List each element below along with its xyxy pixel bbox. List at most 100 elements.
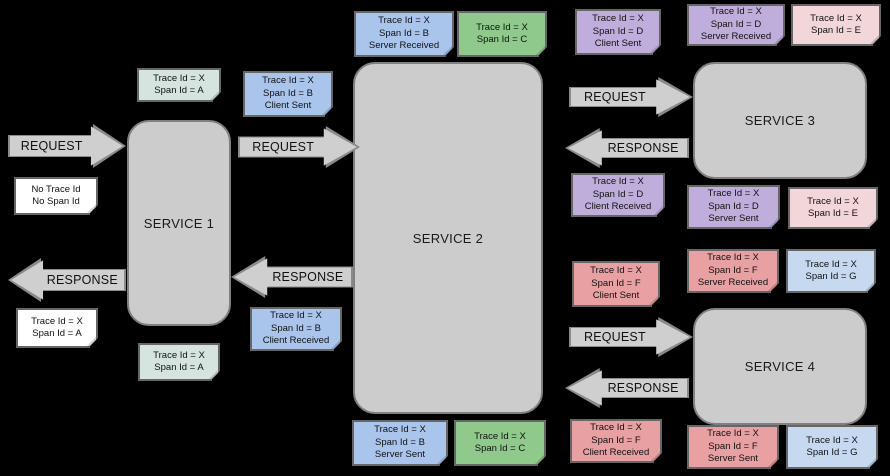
note-line: Span Id = B [375, 436, 425, 448]
note-line: Client Sent [592, 290, 640, 302]
service-box-service-2[interactable]: SERVICE 2 [353, 62, 543, 414]
note-line: Span Id = G [805, 271, 857, 282]
note-line: Span Id = D [592, 188, 644, 200]
note-line: Span Id = A [154, 85, 204, 96]
service-3-label: SERVICE 3 [744, 113, 816, 128]
note-line: Trace Id = X [590, 422, 642, 434]
note-line: Client Sent [264, 100, 312, 112]
service-2-label: SERVICE 2 [412, 230, 484, 246]
note-service2-server-received-b[interactable]: Trace Id = X Span Id = B Server Received [354, 11, 454, 57]
note-line: Span Id = B [379, 27, 429, 39]
arrow-service1-to-service2-request[interactable]: REQUEST [238, 126, 360, 168]
note-line: Client Sent [594, 38, 642, 50]
arrow-fill [234, 258, 351, 296]
note-line: Span Id = F [708, 440, 758, 452]
note-line: Trace Id = X [710, 6, 762, 18]
arrow-fill [568, 370, 687, 406]
note-service4-server-sent-f[interactable]: Trace Id = X Span Id = F Server Sent [687, 425, 779, 469]
arrow-service3-to-service2-response[interactable]: RESPONSE [565, 128, 689, 168]
note-line: Server Sent [707, 453, 759, 465]
note-line: Span Id = C [474, 443, 526, 454]
note-line: Trace Id = X [707, 252, 759, 264]
note-line: Span Id = C [476, 34, 528, 45]
note-service2-server-sent-b[interactable]: Trace Id = X Span Id = B Server Sent [352, 420, 448, 466]
note-line: Trace Id = X [153, 349, 205, 361]
service-4-label: SERVICE 4 [744, 359, 816, 374]
note-service2-client-received-d[interactable]: Trace Id = X Span Id = D Client Received [571, 173, 665, 217]
note-service2-client-sent-f[interactable]: Trace Id = X Span Id = F Client Sent [572, 261, 660, 307]
service-box-service-1[interactable]: SERVICE 1 [127, 120, 231, 326]
note-line: Span Id = F [708, 264, 758, 276]
note-line: Span Id = F [591, 277, 641, 289]
note-line: Trace Id = X [476, 21, 528, 33]
note-service3-server-sent-d[interactable]: Trace Id = X Span Id = D Server Sent [687, 185, 780, 229]
arrow-service2-to-service4-request[interactable]: REQUEST [569, 317, 693, 357]
note-line: Span Id = D [710, 18, 762, 30]
note-line: Client Received [582, 447, 650, 459]
note-service2-span-c-bottom[interactable]: Trace Id = X Span Id = C [454, 420, 546, 466]
note-line: Span Id = A [32, 328, 82, 339]
note-line: Client Received [584, 201, 652, 213]
note-service1-span-a-bottom[interactable]: Trace Id = X Span Id = A [138, 343, 220, 381]
note-service2-span-c-top[interactable]: Trace Id = X Span Id = C [457, 11, 547, 57]
note-service4-span-g-top[interactable]: Trace Id = X Span Id = G [786, 249, 876, 293]
note-line: Trace Id = X [807, 195, 859, 207]
arrow-fill [571, 319, 690, 355]
note-line: Server Received [697, 277, 769, 289]
note-service3-span-e-top[interactable]: Trace Id = X Span Id = E [791, 4, 881, 46]
note-line: Trace Id = X [590, 265, 642, 277]
note-line: Client Received [262, 335, 330, 347]
note-line: Trace Id = X [810, 12, 862, 24]
note-line: Server Sent [374, 449, 426, 461]
arrow-service4-to-service2-response[interactable]: RESPONSE [565, 368, 689, 408]
note-line: Trace Id = X [707, 188, 760, 200]
note-line: Span Id = E [811, 25, 861, 36]
note-service1-client-received-b[interactable]: Trace Id = X Span Id = B Client Received [250, 307, 342, 351]
note-line: Span Id = E [808, 208, 858, 219]
note-outbound-response-span-a[interactable]: Trace Id = X Span Id = A [16, 308, 98, 348]
note-line: No Span Id [32, 196, 80, 207]
note-line: Trace Id = X [262, 75, 314, 87]
note-service3-span-e-bottom[interactable]: Trace Id = X Span Id = E [788, 187, 878, 229]
note-line: Server Received [700, 31, 772, 43]
arrow-service2-to-service1-response[interactable]: RESPONSE [231, 256, 353, 298]
note-line: Trace Id = X [592, 13, 644, 25]
note-line: Span Id = F [591, 434, 641, 446]
note-line: Span Id = G [806, 447, 858, 458]
note-service4-server-received-f[interactable]: Trace Id = X Span Id = F Server Received [687, 249, 779, 293]
arrow-service1-to-client-response[interactable]: RESPONSE [8, 258, 126, 302]
note-service3-server-received-d[interactable]: Trace Id = X Span Id = D Server Received [687, 4, 785, 46]
service-box-service-3[interactable]: SERVICE 3 [693, 62, 867, 179]
note-line: Trace Id = X [270, 310, 322, 322]
note-line: No Trace Id [31, 183, 81, 195]
note-service1-span-a-top[interactable]: Trace Id = X Span Id = A [137, 68, 221, 102]
note-line: Trace Id = X [805, 258, 857, 270]
arrow-fill [240, 128, 357, 166]
note-line: Trace Id = X [374, 424, 426, 436]
service-1-label: SERVICE 1 [143, 215, 215, 231]
note-line: Span Id = B [263, 87, 313, 99]
note-service2-client-sent-d[interactable]: Trace Id = X Span Id = D Client Sent [575, 9, 661, 55]
arrow-service2-to-service3-request[interactable]: REQUEST [569, 77, 693, 117]
arrow-fill [568, 130, 687, 166]
note-line: Server Received [368, 40, 440, 52]
service-box-service-4[interactable]: SERVICE 4 [693, 308, 867, 425]
note-service4-span-g-bottom[interactable]: Trace Id = X Span Id = G [786, 425, 878, 469]
note-line: Trace Id = X [31, 315, 83, 327]
note-line: Trace Id = X [806, 434, 858, 446]
note-service2-client-received-f[interactable]: Trace Id = X Span Id = F Client Received [570, 419, 662, 463]
arrow-client-to-service1-request[interactable]: REQUEST [8, 124, 126, 168]
note-line: Span Id = B [271, 322, 321, 334]
note-line: Server Sent [708, 213, 759, 225]
note-line: Trace Id = X [378, 15, 430, 27]
note-line: Trace Id = X [592, 176, 644, 188]
arrow-fill [571, 79, 690, 115]
note-inbound-request-no-ids[interactable]: No Trace Id No Span Id [14, 177, 98, 215]
note-line: Span Id = D [708, 200, 759, 212]
note-line: Span Id = A [154, 362, 204, 373]
note-service1-client-sent-b[interactable]: Trace Id = X Span Id = B Client Sent [243, 71, 333, 117]
note-line: Span Id = D [592, 25, 644, 37]
note-line: Trace Id = X [707, 428, 759, 440]
note-line: Trace Id = X [474, 430, 526, 442]
